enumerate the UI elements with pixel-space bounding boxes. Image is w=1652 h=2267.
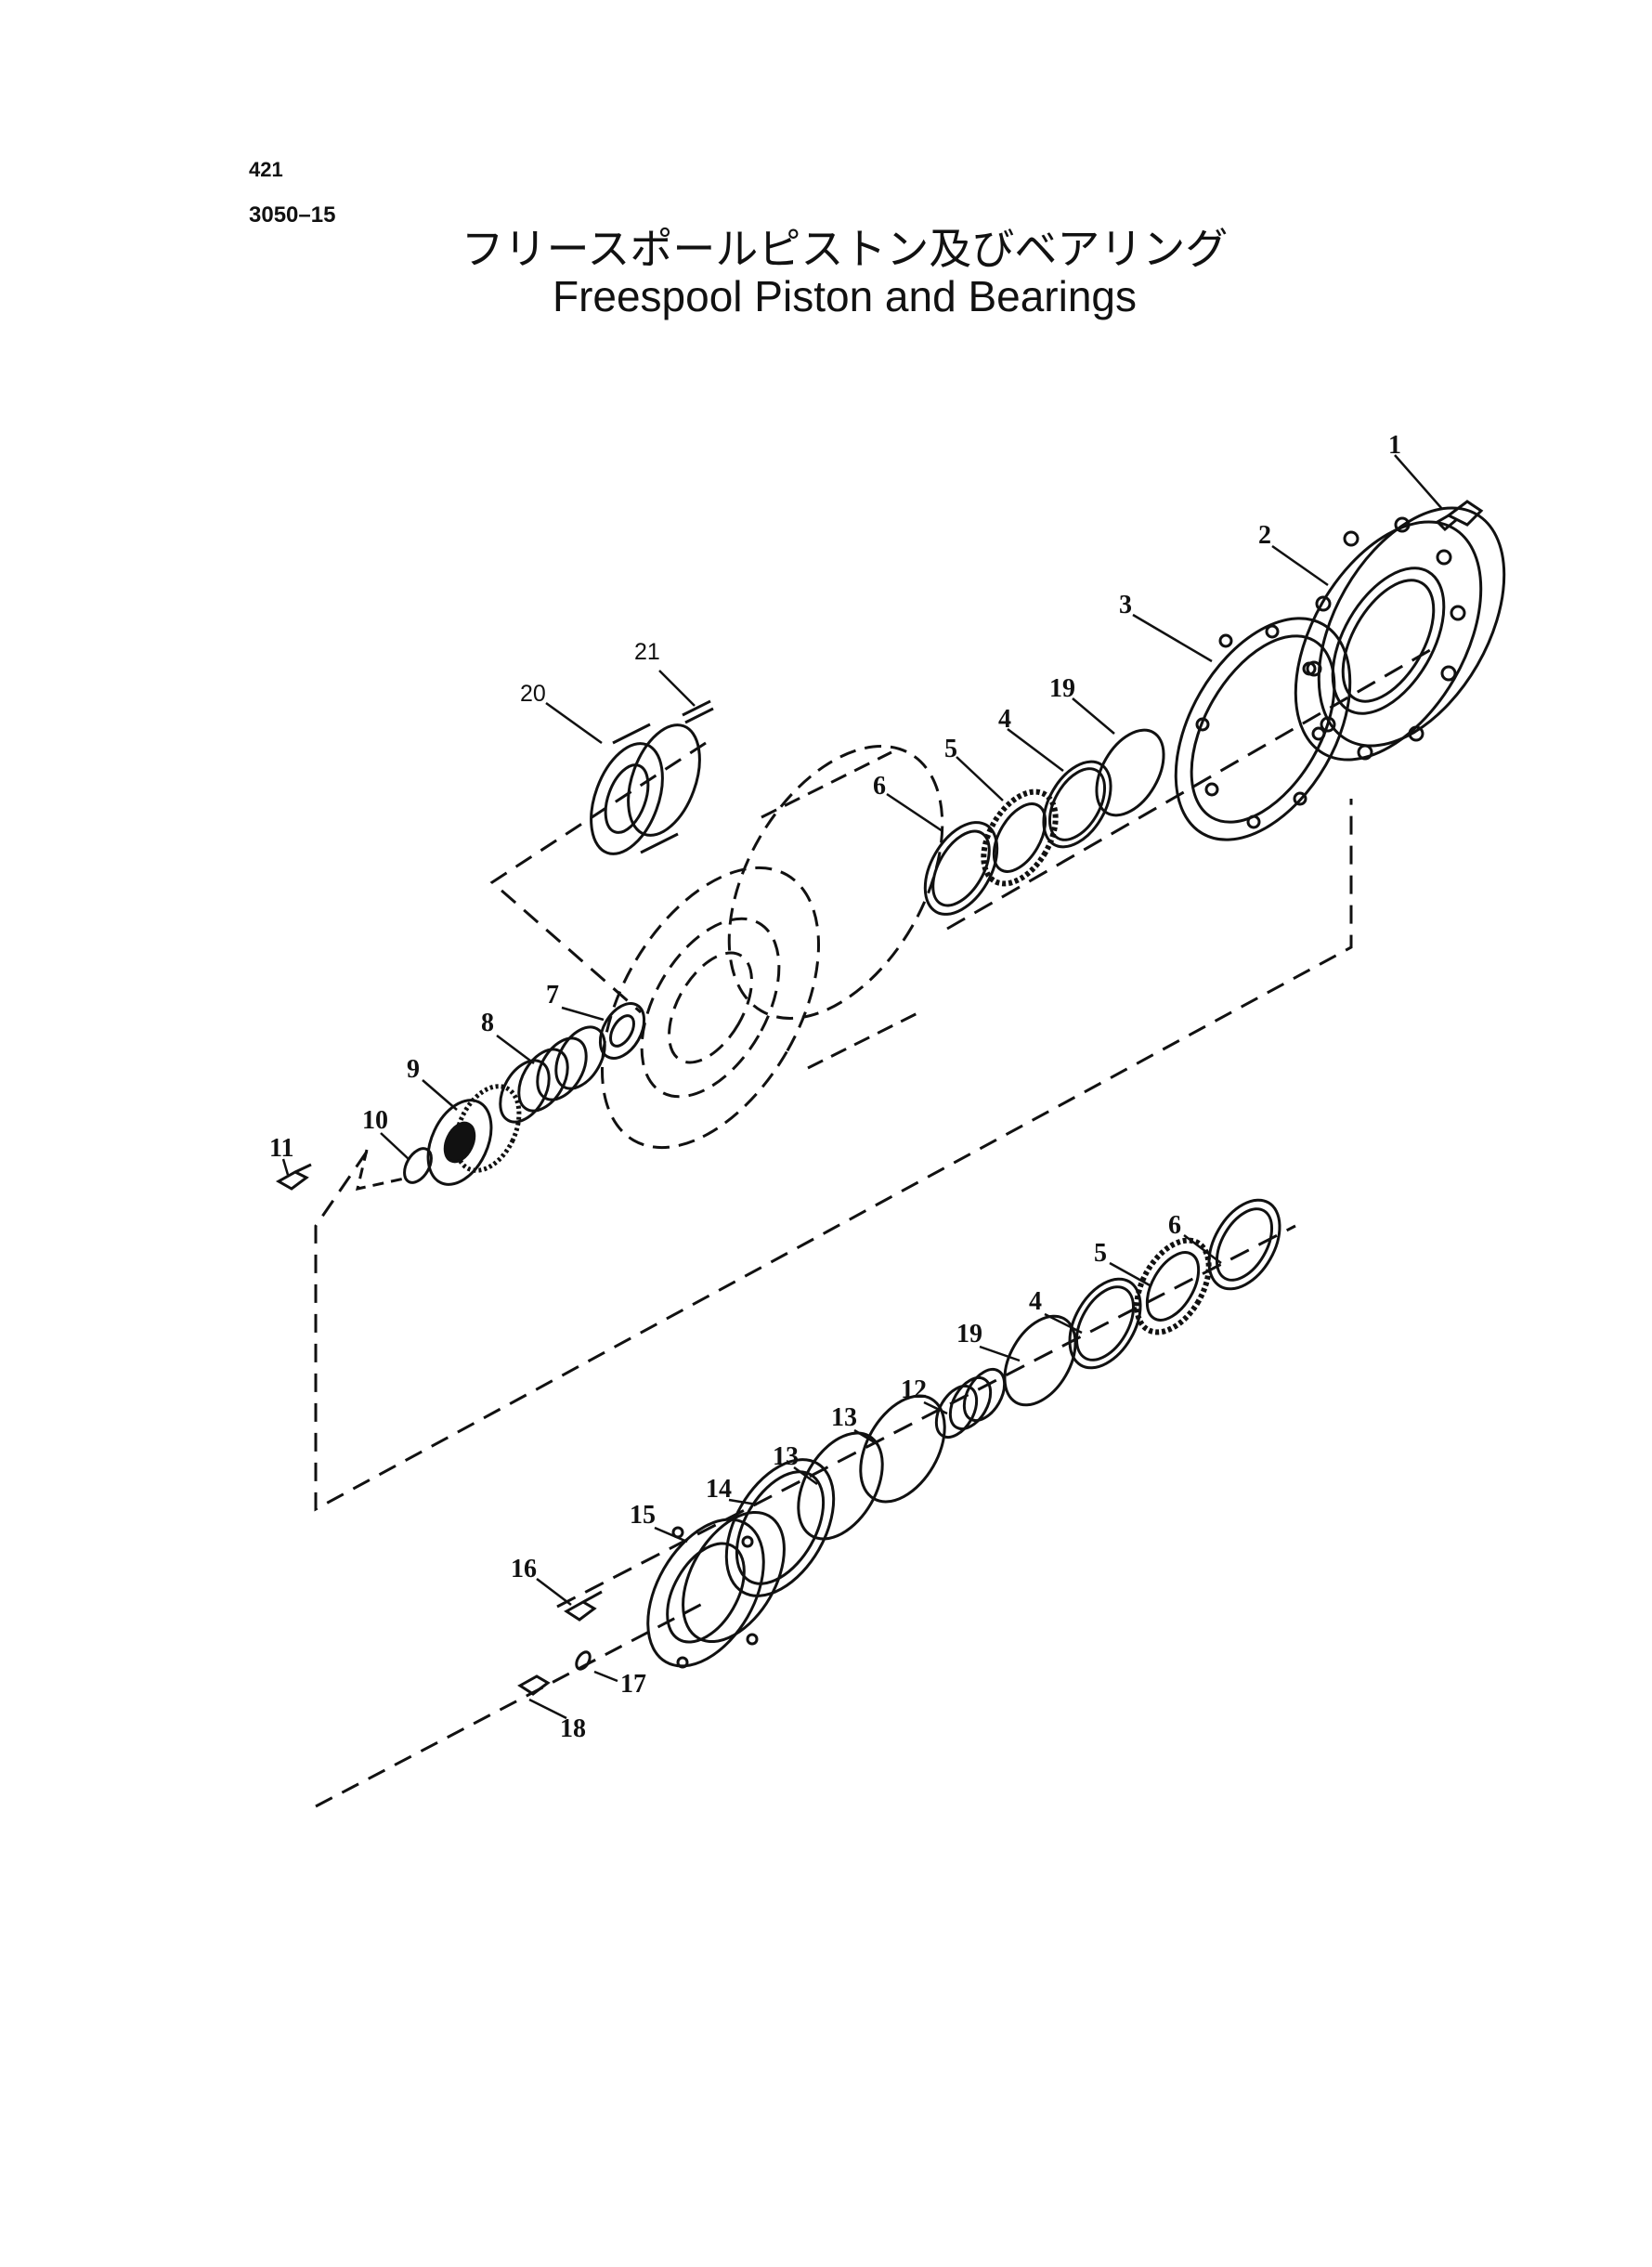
spool-outline	[600, 745, 944, 1150]
plug-18	[517, 1674, 551, 1696]
callout-3: 3	[1119, 591, 1132, 619]
upper-axis-line	[946, 648, 1431, 931]
seal-6-upper	[923, 821, 999, 916]
page-number: 421	[249, 158, 283, 181]
callout-18: 18	[560, 1714, 586, 1743]
lower-loop-line	[314, 799, 1353, 1512]
cover-15	[646, 1510, 786, 1669]
callout-6-lower: 6	[1168, 1211, 1181, 1240]
callout-6-upper: 6	[873, 772, 886, 801]
callout-17: 17	[620, 1670, 646, 1699]
bearing-cone-5-lower	[1134, 1237, 1212, 1335]
lower-axis-line	[556, 1224, 1296, 1609]
spring-8	[499, 1025, 606, 1124]
spring-12	[934, 1368, 1007, 1439]
callout-19-upper: 19	[1049, 674, 1075, 703]
hub-20	[590, 723, 701, 855]
callout-5-upper: 5	[944, 735, 957, 763]
pin-21	[682, 699, 714, 724]
piston-9	[426, 1084, 522, 1186]
callout-4-upper: 4	[998, 705, 1011, 734]
bearing-cup-4-lower	[1068, 1277, 1142, 1370]
callout-20: 20	[520, 681, 546, 707]
callout-11: 11	[269, 1134, 293, 1163]
left-small-bracket	[355, 1149, 410, 1191]
title-japanese: フリースポールピストン及びベアリング	[461, 224, 1229, 274]
callout-16: 16	[511, 1555, 537, 1583]
ring-19-upper	[1095, 728, 1165, 817]
upper-connector-line	[489, 741, 707, 1014]
bolt-1	[1435, 500, 1484, 532]
callout-13-b: 13	[773, 1442, 799, 1471]
gasket-14	[724, 1458, 836, 1597]
callout-5-lower: 5	[1094, 1239, 1107, 1268]
bottom-axis-line	[315, 1600, 707, 1808]
callout-4-lower: 4	[1029, 1287, 1042, 1316]
callout-14: 14	[706, 1475, 732, 1504]
bearing-cone-5-upper	[981, 788, 1059, 887]
screw-11	[275, 1163, 312, 1191]
shim-13-b	[797, 1431, 884, 1541]
title-english: Freespool Piston and Bearings	[552, 272, 1138, 320]
callout-1: 1	[1388, 431, 1401, 460]
gasket-3	[1174, 617, 1352, 841]
callout-15: 15	[630, 1501, 656, 1530]
housing-flange-2	[1294, 506, 1506, 762]
callout-21: 21	[634, 639, 660, 665]
snap-ring-10	[403, 1147, 433, 1184]
callout-13-a: 13	[831, 1403, 857, 1432]
callout-12: 12	[901, 1375, 927, 1404]
callout-7: 7	[546, 981, 559, 1010]
callout-2: 2	[1258, 521, 1271, 550]
callout-8: 8	[481, 1009, 494, 1037]
callout-19-lower: 19	[956, 1320, 982, 1348]
bearing-cup-4-upper	[1042, 760, 1112, 849]
leader-lines	[281, 454, 1443, 1720]
bolt-16	[564, 1590, 603, 1622]
section-code: 3050–15	[249, 202, 336, 228]
seal-6-lower	[1207, 1198, 1281, 1291]
callout-9: 9	[407, 1055, 420, 1084]
o-ring-17	[575, 1650, 592, 1671]
washer-7	[598, 1002, 646, 1060]
ring-19-lower	[1003, 1314, 1077, 1407]
callout-10: 10	[362, 1106, 388, 1135]
